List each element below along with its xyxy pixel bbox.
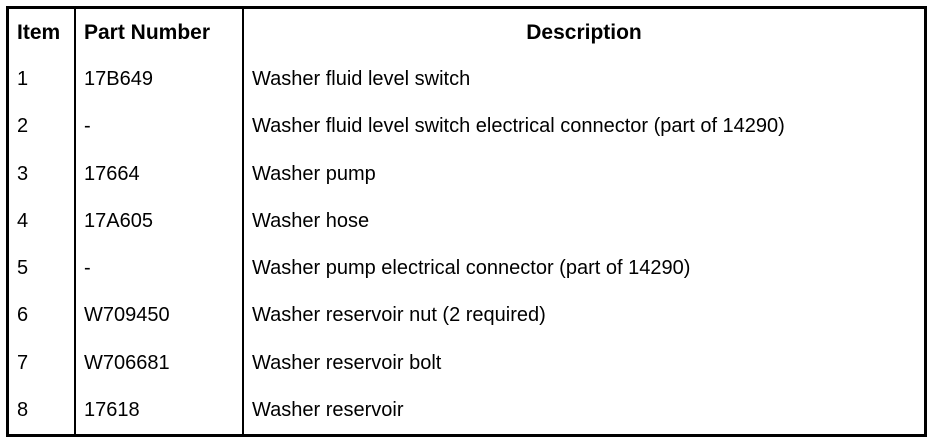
cell-part-number: 17B649 <box>74 56 243 104</box>
cell-part-number: W706681 <box>74 339 243 387</box>
cell-description: Washer pump <box>242 150 924 198</box>
cell-part-number: 17618 <box>74 386 243 434</box>
table-row: 6 W709450 Washer reservoir nut (2 requir… <box>9 292 924 340</box>
cell-item: 8 <box>9 386 75 434</box>
column-header-description: Description <box>242 9 924 56</box>
table-header: Item Part Number Description <box>9 9 924 56</box>
table-row: 3 17664 Washer pump <box>9 150 924 198</box>
cell-part-number: 17A605 <box>74 197 243 245</box>
cell-part-number: 17664 <box>74 150 243 198</box>
cell-description: Washer pump electrical connector (part o… <box>242 245 924 293</box>
cell-part-number: W709450 <box>74 292 243 340</box>
cell-item: 5 <box>9 245 75 293</box>
cell-part-number: - <box>74 245 243 293</box>
cell-item: 3 <box>9 150 75 198</box>
parts-table-container: Item Part Number Description 1 17B649 Wa… <box>6 6 927 437</box>
table-row: 7 W706681 Washer reservoir bolt <box>9 339 924 387</box>
cell-item: 6 <box>9 292 75 340</box>
cell-item: 7 <box>9 339 75 387</box>
column-header-part-number: Part Number <box>74 9 243 56</box>
table-row: 2 - Washer fluid level switch electrical… <box>9 103 924 151</box>
cell-description: Washer reservoir bolt <box>242 339 924 387</box>
table-row: 5 - Washer pump electrical connector (pa… <box>9 245 924 293</box>
cell-description: Washer reservoir <box>242 386 924 434</box>
table-row: 8 17618 Washer reservoir <box>9 386 924 434</box>
table-row: 4 17A605 Washer hose <box>9 197 924 245</box>
table-header-row: Item Part Number Description <box>9 9 924 56</box>
cell-description: Washer fluid level switch <box>242 56 924 104</box>
column-header-item: Item <box>9 9 75 56</box>
table-body: 1 17B649 Washer fluid level switch 2 - W… <box>9 56 924 434</box>
cell-part-number: - <box>74 103 243 151</box>
cell-item: 2 <box>9 103 75 151</box>
cell-description: Washer hose <box>242 197 924 245</box>
cell-description: Washer reservoir nut (2 required) <box>242 292 924 340</box>
cell-description: Washer fluid level switch electrical con… <box>242 103 924 151</box>
parts-table: Item Part Number Description 1 17B649 Wa… <box>9 9 924 434</box>
cell-item: 4 <box>9 197 75 245</box>
cell-item: 1 <box>9 56 75 104</box>
table-row: 1 17B649 Washer fluid level switch <box>9 56 924 104</box>
